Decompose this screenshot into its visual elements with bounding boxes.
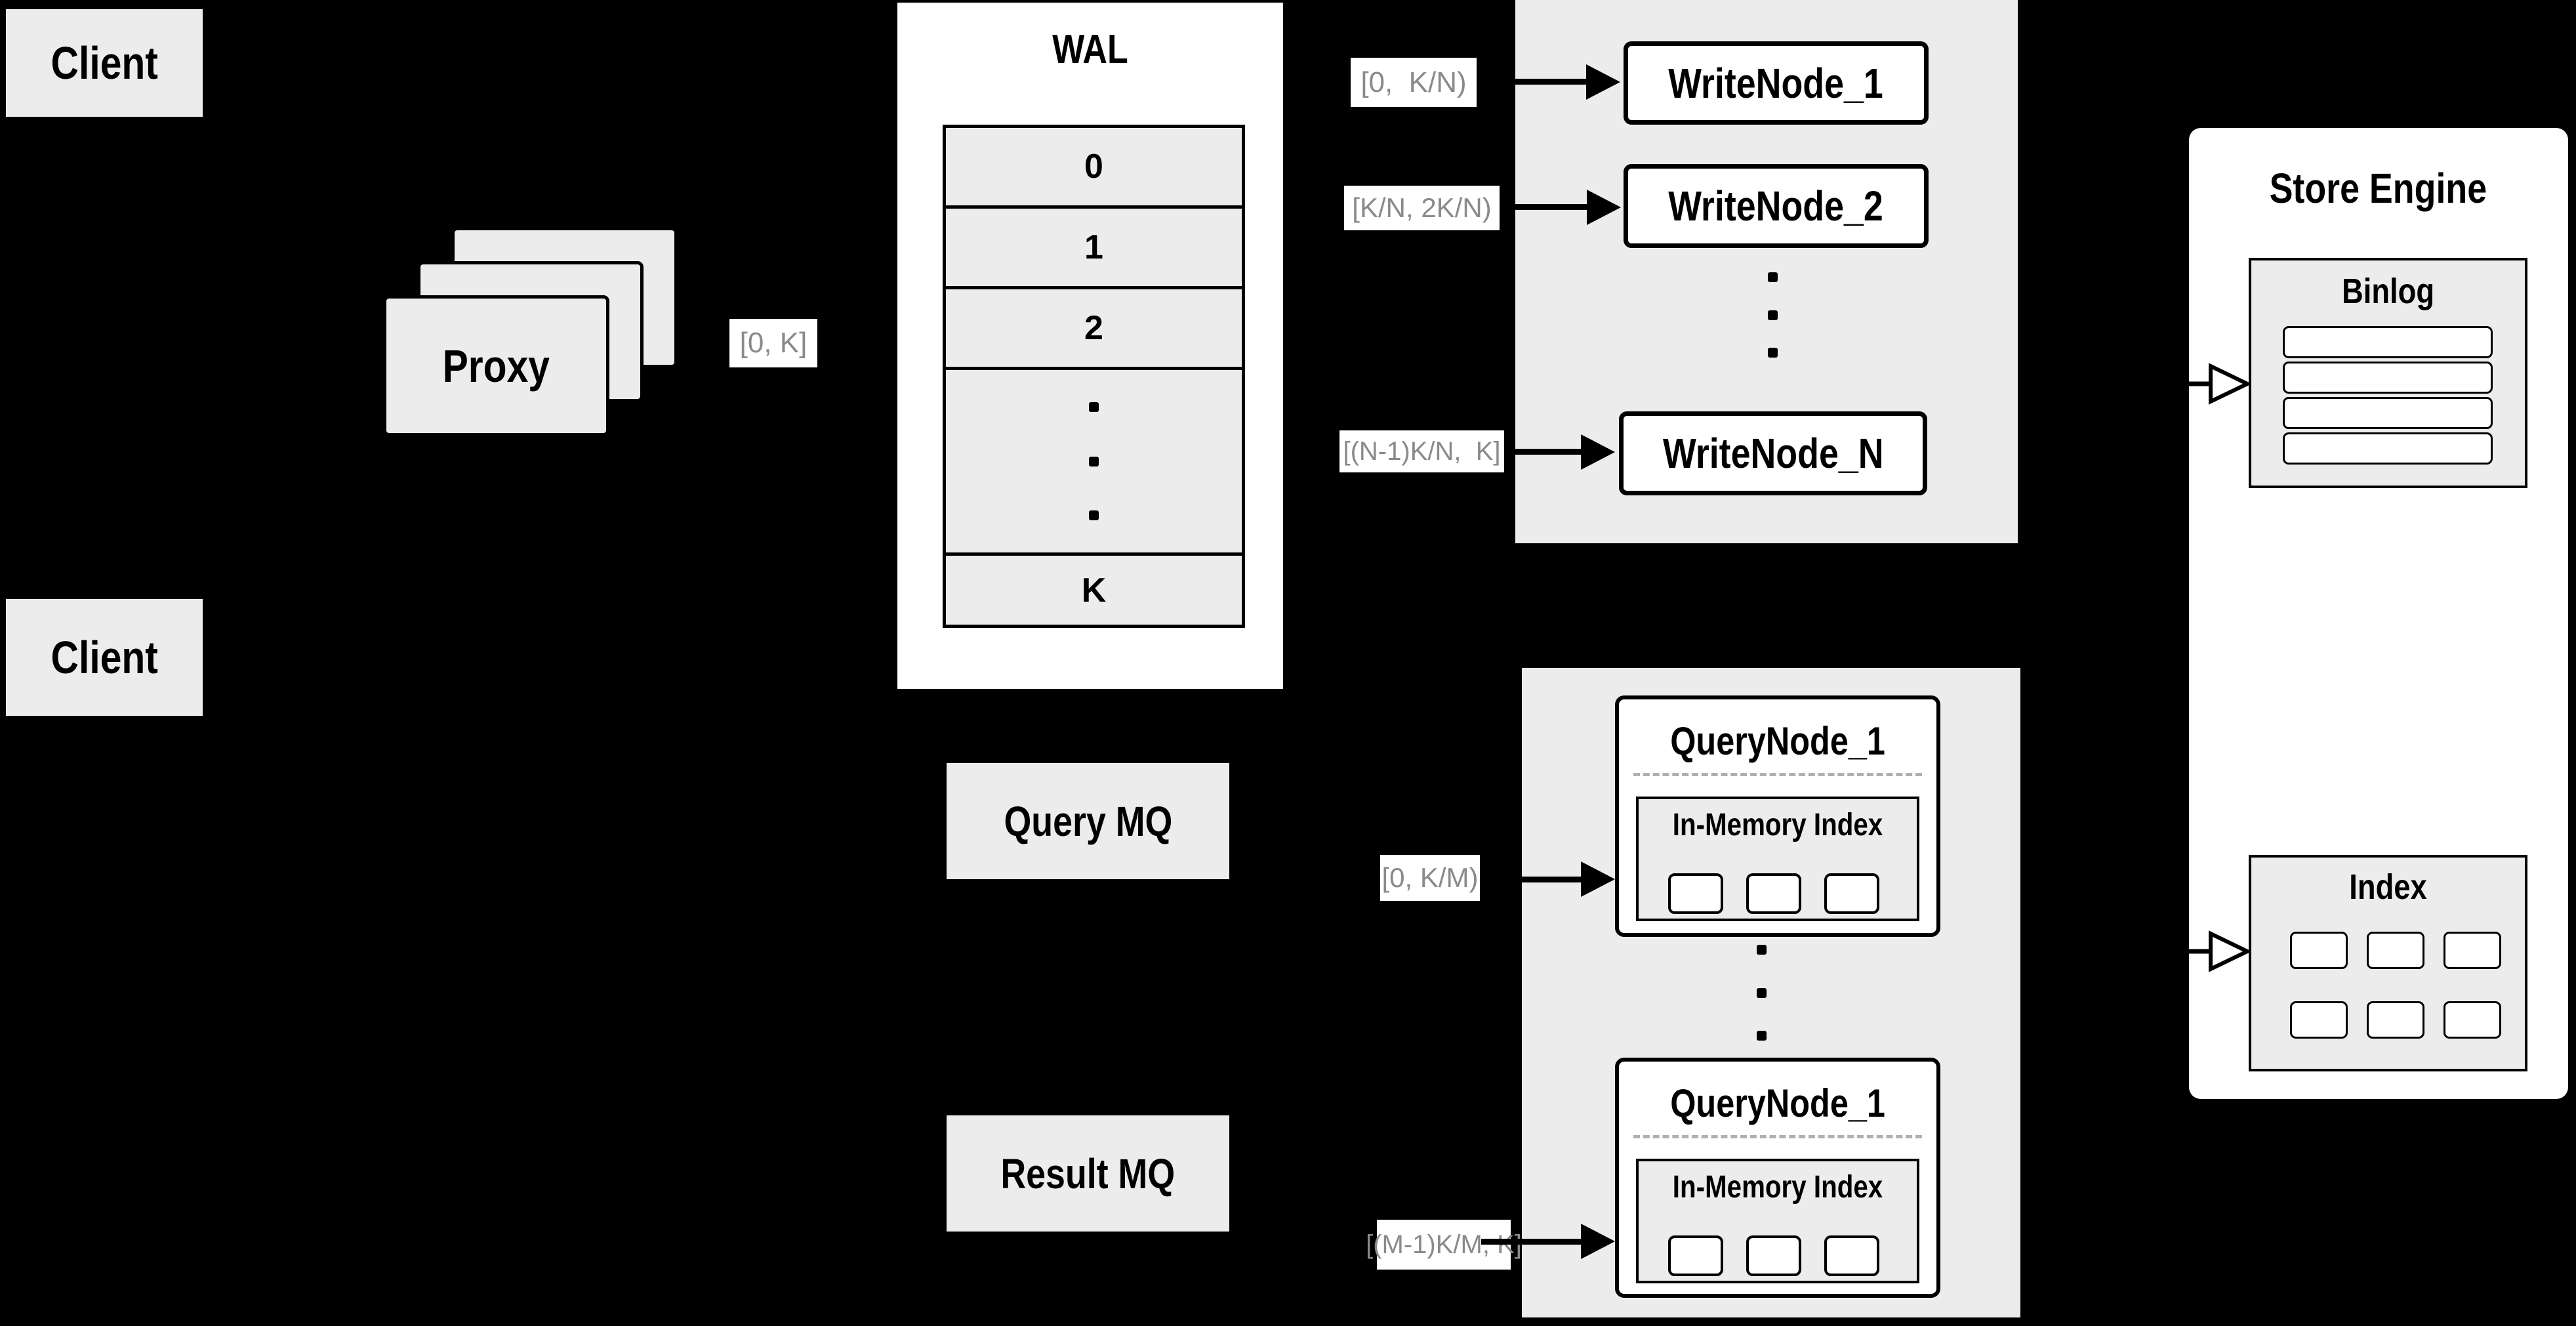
- write-node-1-box: WriteNode_1: [1624, 41, 1929, 125]
- range-label-write-1: [0, K/N): [1351, 58, 1477, 107]
- binlog-rows: [2283, 326, 2493, 465]
- in-memory-cell: [1746, 1235, 1801, 1276]
- index-cell: [2290, 1001, 2348, 1039]
- result-mq-label: Result MQ: [1000, 1150, 1176, 1197]
- open-arrow-binlog-icon: [2166, 363, 2251, 405]
- query-mq-box: Query MQ: [947, 763, 1229, 879]
- index-cell: [2367, 1001, 2424, 1039]
- query-node-bottom-title: QueryNode_1: [1670, 1081, 1885, 1125]
- proxy-box: Proxy: [383, 295, 609, 436]
- arrow-to-query-node-bottom: [1481, 1239, 1581, 1245]
- write-node-2-box: WriteNode_2: [1624, 164, 1929, 248]
- in-memory-cells-top: [1668, 873, 1879, 914]
- client-top-label: Client: [51, 37, 158, 89]
- query-mq-label: Query MQ: [1004, 797, 1172, 845]
- range-label-proxy-to-wal: [0, K]: [729, 319, 817, 367]
- in-memory-cell: [1668, 1235, 1723, 1276]
- write-nodes-ellipsis-icon: [1767, 272, 1778, 358]
- vertical-ellipsis-icon: [1089, 402, 1099, 520]
- in-memory-cell: [1746, 873, 1801, 914]
- arrow-to-write-node-1: [1477, 79, 1586, 85]
- result-mq-box: Result MQ: [947, 1115, 1229, 1232]
- write-node-2-label: WriteNode_2: [1668, 182, 1884, 230]
- index-cell: [2443, 932, 2501, 969]
- index-title: Index: [2349, 867, 2427, 907]
- arrow-to-write-node-2: [1500, 204, 1587, 210]
- wal-row-k: K: [946, 552, 1242, 625]
- range-label-query-m: [(M-1)K/M, K]: [1366, 1220, 1522, 1270]
- write-node-n-label: WriteNode_N: [1662, 430, 1884, 477]
- arrowhead-write-node-1-icon: [1586, 64, 1620, 100]
- wal-table: 0 1 2 K: [943, 125, 1245, 628]
- arrowhead-query-node-bottom-icon: [1581, 1224, 1615, 1259]
- arrowhead-query-node-top-icon: [1581, 861, 1615, 897]
- binlog-row: [2283, 326, 2493, 358]
- index-cell: [2367, 932, 2424, 969]
- write-node-n-box: WriteNode_N: [1619, 411, 1927, 495]
- arrowhead-write-node-n-icon: [1581, 434, 1615, 470]
- wal-row-0: 0: [946, 128, 1242, 205]
- wal-row-ellipsis: [946, 367, 1242, 552]
- arrow-to-write-node-n: [1505, 449, 1581, 455]
- query-node-bottom-title-wrap: QueryNode_1: [1622, 1081, 1934, 1126]
- query-node-top-title: QueryNode_1: [1670, 719, 1885, 763]
- query-node-bottom-divider: [1633, 1135, 1922, 1138]
- store-engine-title-wrap: Store Engine: [2201, 164, 2555, 213]
- index-cell: [2290, 932, 2348, 969]
- write-node-1-label: WriteNode_1: [1668, 59, 1884, 107]
- binlog-row: [2283, 362, 2493, 394]
- range-label-write-n: [(N-1)K/N, K]: [1339, 430, 1504, 472]
- in-memory-cell: [1824, 873, 1879, 914]
- in-memory-cell: [1824, 1235, 1879, 1276]
- client-bottom-label: Client: [51, 632, 158, 683]
- index-cells: [2290, 932, 2501, 1039]
- binlog-title: Binlog: [2341, 272, 2435, 311]
- range-label-write-2: [K/N, 2K/N): [1344, 186, 1500, 230]
- binlog-row: [2283, 432, 2493, 465]
- query-node-top-divider: [1633, 773, 1922, 776]
- arrowhead-write-node-2-icon: [1587, 190, 1621, 225]
- open-arrow-index-icon: [2166, 930, 2251, 972]
- range-label-query-1: [0, K/M): [1380, 855, 1480, 901]
- in-memory-index-bottom-label: In-Memory Index: [1672, 1170, 1883, 1205]
- query-nodes-ellipsis-icon: [1756, 945, 1767, 1041]
- wal-row-2: 2: [946, 286, 1242, 367]
- in-memory-cells-bottom: [1668, 1235, 1879, 1276]
- in-memory-cell: [1668, 873, 1723, 914]
- proxy-label: Proxy: [442, 340, 550, 392]
- binlog-row: [2283, 397, 2493, 429]
- store-engine-title: Store Engine: [2269, 165, 2487, 212]
- in-memory-index-top-label: In-Memory Index: [1672, 808, 1883, 842]
- wal-title: WAL: [1052, 27, 1128, 72]
- client-top-box: Client: [6, 9, 203, 117]
- client-bottom-box: Client: [6, 599, 203, 716]
- query-node-top-title-wrap: QueryNode_1: [1622, 718, 1934, 764]
- arrow-to-query-node-top: [1481, 877, 1581, 882]
- wal-row-1: 1: [946, 205, 1242, 286]
- index-cell: [2443, 1001, 2501, 1039]
